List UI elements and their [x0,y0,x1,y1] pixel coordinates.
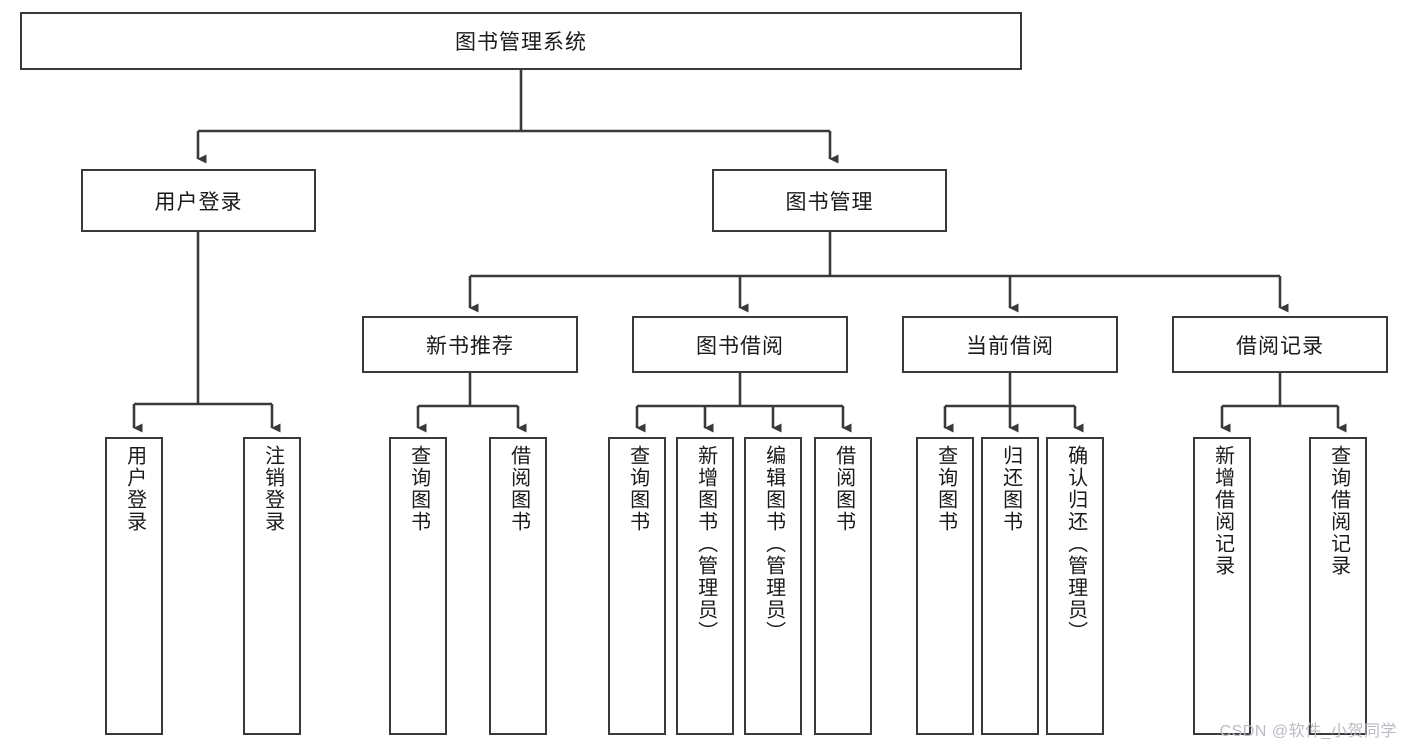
leaf-label: 查询图书 [934,445,957,533]
node-new-book-recommend[interactable]: 新书推荐 [362,316,578,373]
leaf-record-add[interactable]: 新增借阅记录 [1193,437,1251,735]
node-book-management[interactable]: 图书管理 [712,169,947,232]
leaf-label: 查询图书 [407,445,430,533]
leaf-record-query[interactable]: 查询借阅记录 [1309,437,1367,735]
node-book-borrow[interactable]: 图书借阅 [632,316,848,373]
leaf-new-book-borrow[interactable]: 借阅图书 [489,437,547,735]
leaf-new-book-query[interactable]: 查询图书 [389,437,447,735]
leaf-label: 注销登录 [261,445,284,533]
leaf-label: 确认归还（管理员） [1064,445,1087,643]
leaf-user-login[interactable]: 用户登录 [105,437,163,735]
leaf-label: 编辑图书（管理员） [762,445,785,643]
leaf-label: 用户登录 [123,445,146,533]
node-user-login[interactable]: 用户登录 [81,169,316,232]
leaf-borrow-borrow-book[interactable]: 借阅图书 [814,437,872,735]
leaf-label: 查询图书 [626,445,649,533]
leaf-borrow-add-book-admin[interactable]: 新增图书（管理员） [676,437,734,735]
leaf-current-query-book[interactable]: 查询图书 [916,437,974,735]
leaf-borrow-query-book[interactable]: 查询图书 [608,437,666,735]
leaf-label: 新增图书（管理员） [694,445,717,643]
leaf-label: 归还图书 [999,445,1022,533]
leaf-label: 新增借阅记录 [1211,445,1234,577]
leaf-label: 查询借阅记录 [1327,445,1350,577]
node-root-system[interactable]: 图书管理系统 [20,12,1022,70]
node-current-borrow[interactable]: 当前借阅 [902,316,1118,373]
leaf-logout[interactable]: 注销登录 [243,437,301,735]
leaf-current-confirm-return-admin[interactable]: 确认归还（管理员） [1046,437,1104,735]
leaf-current-return-book[interactable]: 归还图书 [981,437,1039,735]
node-borrow-record[interactable]: 借阅记录 [1172,316,1388,373]
leaf-borrow-edit-book-admin[interactable]: 编辑图书（管理员） [744,437,802,735]
leaf-label: 借阅图书 [832,445,855,533]
leaf-label: 借阅图书 [507,445,530,533]
